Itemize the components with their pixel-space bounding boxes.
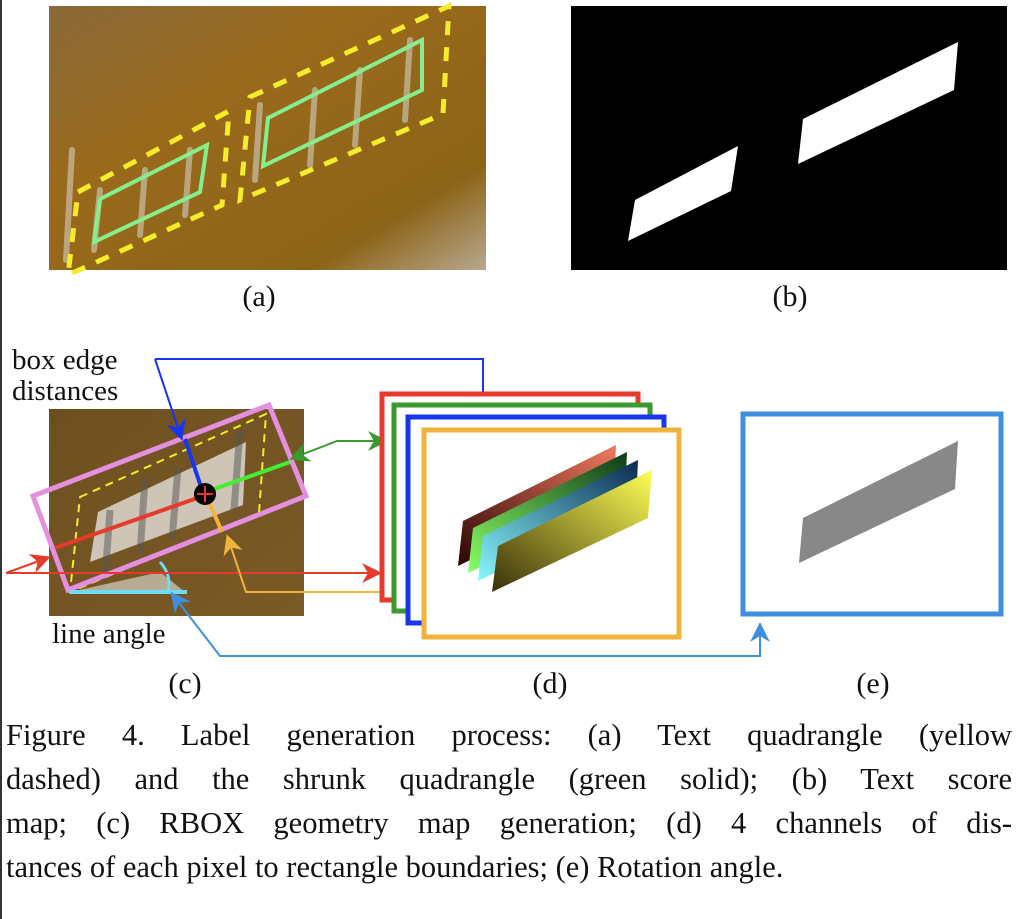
- panel-d: [379, 391, 682, 640]
- channel-yellow: [492, 470, 652, 592]
- annotation-line-angle: line angle: [52, 618, 166, 650]
- pink-rbox: [29, 401, 310, 594]
- red-distance-line: [54, 494, 204, 550]
- score-region-2: [798, 42, 958, 164]
- yellow-dashed-quad: [68, 412, 268, 594]
- panel-a: [49, 2, 486, 280]
- sublabel-a: (a): [242, 280, 276, 313]
- panel-b: [571, 6, 1007, 270]
- sublabel-e: (e): [856, 667, 890, 700]
- panel-c: [29, 401, 310, 616]
- connector-arrows: [5, 358, 770, 657]
- caption-line: dashed) and the shrunk quadrangle (green…: [6, 762, 1012, 796]
- sublabel-b: (b): [772, 280, 808, 313]
- blue-distance-line: [183, 438, 205, 494]
- sublabel-c: (c): [168, 667, 202, 700]
- green-shrunk-quad-1: [91, 141, 210, 246]
- yellow-dashed-quad-1: [64, 106, 232, 280]
- lower-quad: [70, 572, 185, 592]
- green-arrow: [289, 431, 388, 462]
- page-left-border: [0, 0, 2, 919]
- caption-line: tances of each pixel to rectangle bounda…: [6, 850, 784, 884]
- panel-e: [740, 411, 1004, 617]
- figure-caption: Figure 4. Label generation process: (a) …: [6, 713, 1012, 889]
- annotation-line: distances: [12, 375, 119, 407]
- caption-line: Figure 4. Label generation process: (a) …: [6, 718, 1012, 752]
- yellow-dashed-quad-2: [237, 2, 452, 204]
- lightblue-arrow: [170, 591, 770, 657]
- annotation-line: box edge: [12, 344, 118, 376]
- angle-arc: [158, 560, 171, 593]
- green-shrunk-quad-2: [260, 36, 424, 170]
- text-region: [90, 442, 246, 562]
- annotation-box-edge-distances: box edge distances: [12, 345, 118, 407]
- caption-line: map; (c) RBOX geometry map generation; (…: [6, 806, 1012, 840]
- rotation-region: [799, 441, 958, 563]
- score-region-1: [628, 146, 738, 241]
- sublabel-d: (d): [532, 667, 568, 700]
- green-distance-line: [202, 460, 291, 495]
